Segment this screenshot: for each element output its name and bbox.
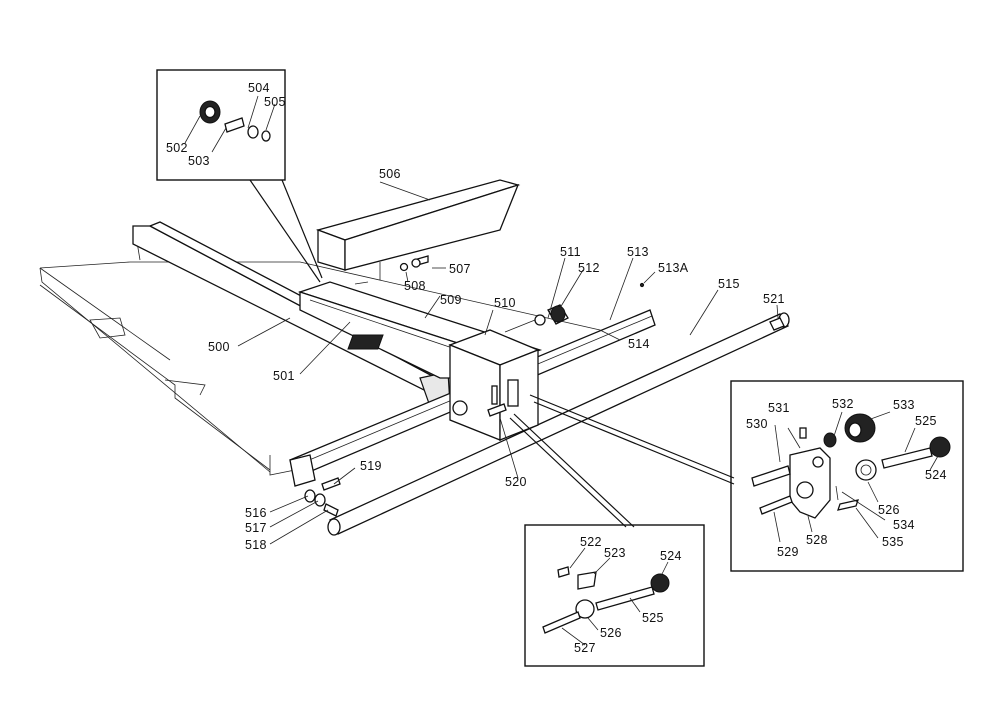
screw-519 bbox=[321, 477, 341, 491]
label-522: 522 bbox=[580, 535, 602, 549]
label-506: 506 bbox=[379, 167, 401, 181]
label-521: 521 bbox=[763, 292, 785, 306]
label-510: 510 bbox=[494, 296, 516, 310]
label-524-bottom: 524 bbox=[660, 549, 682, 563]
label-515: 515 bbox=[718, 277, 740, 291]
fittings-516-518 bbox=[304, 489, 339, 517]
leader-lines bbox=[237, 181, 779, 545]
label-526-right: 526 bbox=[878, 503, 900, 517]
label-519: 519 bbox=[360, 459, 382, 473]
fence-face-506 bbox=[315, 179, 521, 271]
label-530: 530 bbox=[746, 417, 768, 431]
part-labels: 500 501 502 503 504 505 506 507 508 509 … bbox=[166, 81, 947, 655]
label-524-right: 524 bbox=[925, 468, 947, 482]
inset-lock-assembly-right bbox=[529, 380, 964, 572]
label-517: 517 bbox=[245, 521, 267, 535]
label-535: 535 bbox=[882, 535, 904, 549]
label-518: 518 bbox=[245, 538, 267, 552]
guide-tube-515 bbox=[327, 312, 790, 536]
label-501: 501 bbox=[273, 369, 295, 383]
label-508: 508 bbox=[404, 279, 426, 293]
label-511: 511 bbox=[560, 245, 581, 259]
label-529: 529 bbox=[777, 545, 799, 559]
label-513a: 513A bbox=[658, 261, 689, 275]
screw-521 bbox=[769, 317, 785, 331]
label-533: 533 bbox=[893, 398, 915, 412]
label-500: 500 bbox=[208, 340, 230, 354]
label-523: 523 bbox=[604, 546, 626, 560]
label-509: 509 bbox=[440, 293, 462, 307]
lock-knob-511-512 bbox=[504, 304, 569, 333]
pin-513a bbox=[639, 282, 645, 288]
inset-lock-assembly-bottom bbox=[509, 413, 705, 667]
label-526-bottom: 526 bbox=[600, 626, 622, 640]
label-528: 528 bbox=[806, 533, 828, 547]
label-527: 527 bbox=[574, 641, 596, 655]
label-505: 505 bbox=[264, 95, 286, 109]
label-513: 513 bbox=[627, 245, 649, 259]
screw-520 bbox=[487, 403, 507, 417]
label-532: 532 bbox=[832, 397, 854, 411]
label-514: 514 bbox=[628, 337, 650, 351]
label-512: 512 bbox=[578, 261, 600, 275]
label-504: 504 bbox=[248, 81, 270, 95]
saw-table bbox=[39, 229, 601, 476]
label-516: 516 bbox=[245, 506, 267, 520]
hardware-507-508 bbox=[354, 255, 429, 285]
label-503: 503 bbox=[188, 154, 210, 168]
label-507: 507 bbox=[449, 262, 471, 276]
label-525-right: 525 bbox=[915, 414, 937, 428]
label-525-bottom: 525 bbox=[642, 611, 664, 625]
inset-bearing-assembly bbox=[156, 69, 323, 283]
label-534: 534 bbox=[893, 518, 915, 532]
label-520: 520 bbox=[505, 475, 527, 489]
fence-head-510 bbox=[347, 329, 540, 441]
label-502: 502 bbox=[166, 141, 188, 155]
label-531: 531 bbox=[768, 401, 790, 415]
